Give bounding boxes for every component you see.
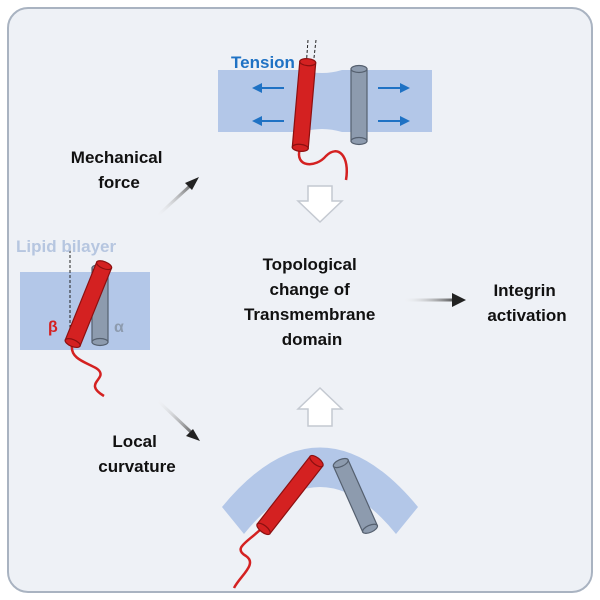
panel-background xyxy=(7,7,593,593)
tension-alpha-helix xyxy=(350,64,368,146)
tension-beta-tail xyxy=(297,147,349,181)
block-arrow-down xyxy=(296,185,344,224)
arrow-to-curvature xyxy=(153,396,200,441)
local-curvature-label: Local curvature xyxy=(98,432,175,476)
curvature-membrane-group xyxy=(222,447,418,589)
resting-beta-tail xyxy=(70,345,105,398)
curvature-alpha-helix xyxy=(332,457,379,534)
curvature-beta-tail xyxy=(232,527,263,589)
curvature-membrane xyxy=(222,447,418,534)
arrow-to-mechanical xyxy=(153,177,199,220)
arrow-to-integrin xyxy=(400,293,466,307)
topological-change-label: Topological change of Transmembrane doma… xyxy=(244,255,380,349)
tension-arrow-left-bottom xyxy=(252,116,284,126)
resting-beta-helix xyxy=(64,260,113,349)
tension-arrow-right-top xyxy=(378,83,410,93)
tension-arrow-right-bottom xyxy=(378,116,410,126)
block-arrow-up xyxy=(296,386,344,427)
tension-arrow-left-top xyxy=(252,83,284,93)
curvature-beta-helix xyxy=(256,454,324,536)
alpha-label: α xyxy=(114,319,124,336)
tension-membrane xyxy=(218,70,432,132)
beta-label: β xyxy=(48,319,58,336)
mechanical-force-label: Mechanical force xyxy=(71,148,167,192)
tension-beta-helix xyxy=(291,58,317,152)
resting-membrane-group xyxy=(20,250,150,398)
integrin-activation-label: Integrin activation xyxy=(487,281,566,325)
tension-membrane-group xyxy=(218,39,432,181)
lipid-bilayer-label: Lipid bilayer xyxy=(16,237,117,256)
tension-label: Tension xyxy=(231,53,295,72)
